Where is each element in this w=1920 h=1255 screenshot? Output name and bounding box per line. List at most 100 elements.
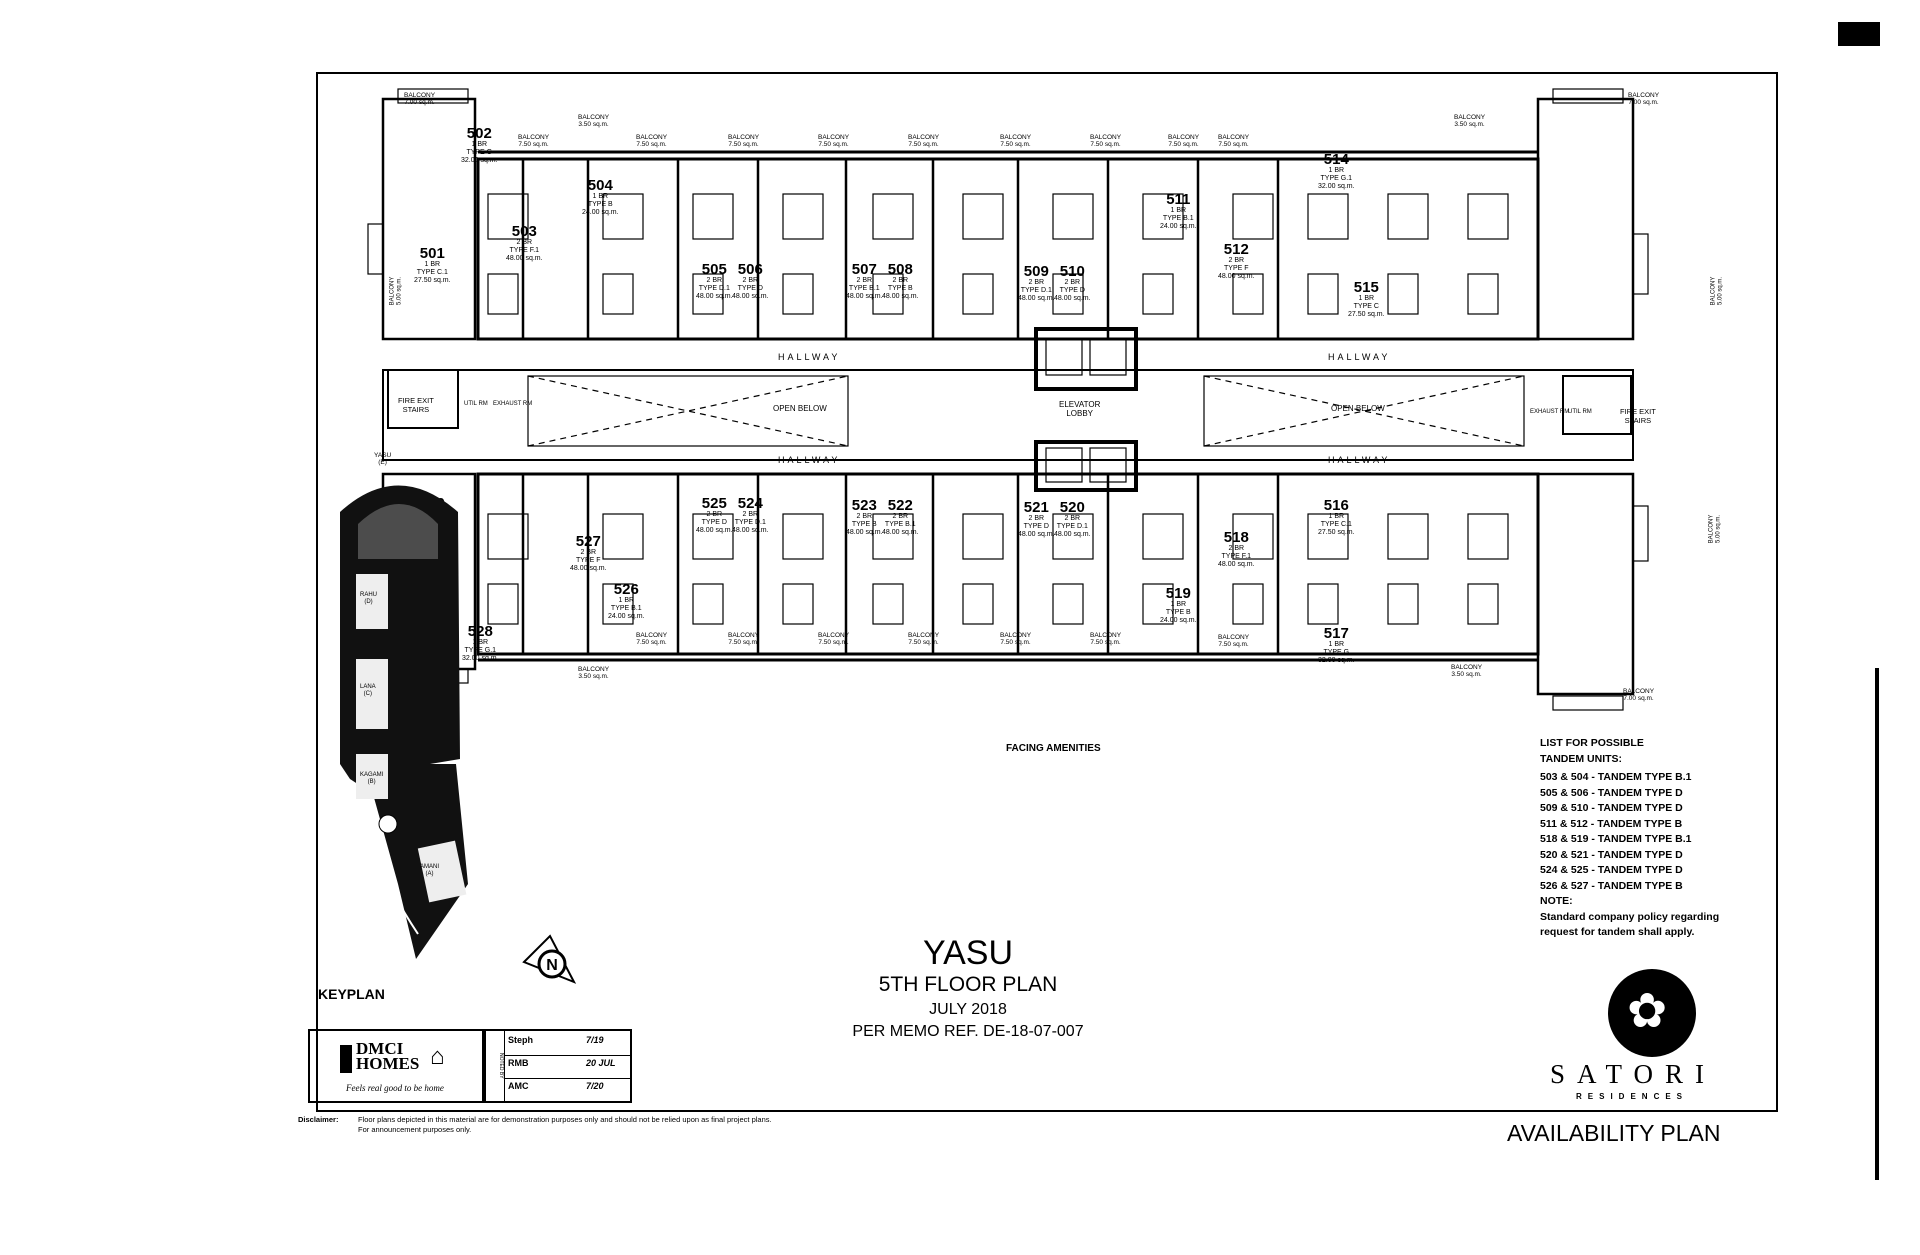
signoff-role: RMB [508, 1058, 529, 1068]
unit-num: 527 [575, 533, 601, 550]
signoff-date: 7/19 [586, 1035, 604, 1045]
exhaust-room-left: EXHAUST RM [493, 401, 533, 407]
unit-num: 525 [701, 495, 727, 512]
tandem-item: 524 & 525 - TANDEM TYPE D [1540, 864, 1683, 876]
unit-num: 519 [1165, 585, 1191, 602]
unit-type: TYPE F.1 [509, 247, 540, 254]
memo-ref: PER MEMO REF. DE-18-07-007 [852, 1023, 1084, 1040]
unit-br: 1 BR [471, 141, 488, 148]
unit-num: 516 [1323, 497, 1349, 514]
unit-num: 512 [1223, 241, 1249, 258]
unit-br: 1 BR [1328, 641, 1345, 648]
unit-br: 1 BR [1170, 601, 1187, 608]
unit-num: 522 [887, 497, 913, 514]
unit-area: 48.00 sq.m. [1054, 531, 1091, 538]
tandem-item: 503 & 504 - TANDEM TYPE B.1 [1540, 771, 1692, 783]
signoff-side-label: NOTED BY [486, 1031, 505, 1101]
open-below-right: OPEN BELOW [1331, 404, 1385, 413]
unit-type: TYPE G.1 [1320, 175, 1353, 182]
unit-area: 48.00 sq.m. [732, 293, 769, 300]
dmci-tagline: Feels real good to be home [346, 1083, 444, 1093]
unit-br: 1 BR [1170, 207, 1187, 214]
unit-area: 24.00 sq.m. [1160, 223, 1197, 230]
unit-num: 510 [1059, 263, 1085, 280]
keyplan-building-1: RAHU(D) [360, 592, 378, 605]
right-tower-bottom [1536, 472, 1635, 696]
signoff-divider [504, 1078, 630, 1079]
tandem-note-label: NOTE: [1540, 895, 1573, 907]
left-tower-top [381, 97, 477, 341]
availability-plan-label: AVAILABILITY PLAN [1507, 1120, 1721, 1146]
north-arrow-icon: N [522, 934, 577, 984]
unit-type: TYPE D.1 [1056, 523, 1088, 530]
unit-area: 24.00 sq.m. [582, 209, 619, 216]
unit-area: 48.00 sq.m. [1218, 273, 1255, 280]
tandem-item: 518 & 519 - TANDEM TYPE B.1 [1540, 833, 1692, 845]
unit-br: 1 BR [1328, 513, 1345, 520]
floor-plan-sheet: HALLWAY HALLWAY HALLWAY HALLWAY OPEN BEL… [308, 72, 1778, 1112]
unit-type: TYPE F.1 [1221, 553, 1252, 560]
unit-br: 2 BR [856, 277, 873, 284]
satori-brand: SATORI [1550, 1059, 1717, 1089]
unit-br: 1 BR [424, 261, 441, 268]
hallway-label-top-left: HALLWAY [778, 352, 841, 362]
signoff-date: 20 JUL [586, 1058, 616, 1068]
unit-br: 1 BR [1328, 167, 1345, 174]
unit-type: TYPE D.1 [1020, 287, 1052, 294]
satori-brand-sub: RESIDENCES [1576, 1092, 1689, 1101]
unit-num: 502 [466, 125, 492, 142]
unit-num: 504 [587, 177, 613, 194]
unit-area: 27.50 sq.m. [1348, 311, 1385, 318]
unit-br: 1 BR [592, 193, 609, 200]
unit-area: 48.00 sq.m. [882, 529, 919, 536]
unit-type: TYPE B.1 [1162, 215, 1194, 222]
keyplan-map [340, 485, 468, 959]
unit-br: 2 BR [742, 277, 759, 284]
exhaust-room-right: EXHAUST RM [1530, 409, 1570, 415]
north-letter: N [546, 957, 558, 974]
unit-area: 32.00 sq.m. [1318, 657, 1355, 664]
disclaimer: Disclaimer:Floor plans depicted in this … [298, 1115, 772, 1134]
hallway-label-bottom-left: HALLWAY [778, 455, 841, 465]
signoff-divider [504, 1055, 630, 1056]
unit-br: 2 BR [1064, 279, 1081, 286]
unit-area: 48.00 sq.m. [846, 529, 883, 536]
unit-area: 48.00 sq.m. [732, 527, 769, 534]
tandem-list: LIST FOR POSSIBLE TANDEM UNITS: 503 & 50… [1540, 736, 1719, 941]
unit-br: 2 BR [580, 549, 597, 556]
unit-type: TYPE C.1 [416, 269, 448, 276]
unit-br: 2 BR [742, 511, 759, 518]
satori-logo-icon: ✿ [1608, 969, 1696, 1057]
right-edge-bar [1875, 668, 1879, 1180]
right-tower-top [1536, 97, 1635, 341]
tandem-item: 520 & 521 - TANDEM TYPE D [1540, 848, 1683, 861]
keyplan-top-label: YASU(E) [374, 452, 392, 466]
